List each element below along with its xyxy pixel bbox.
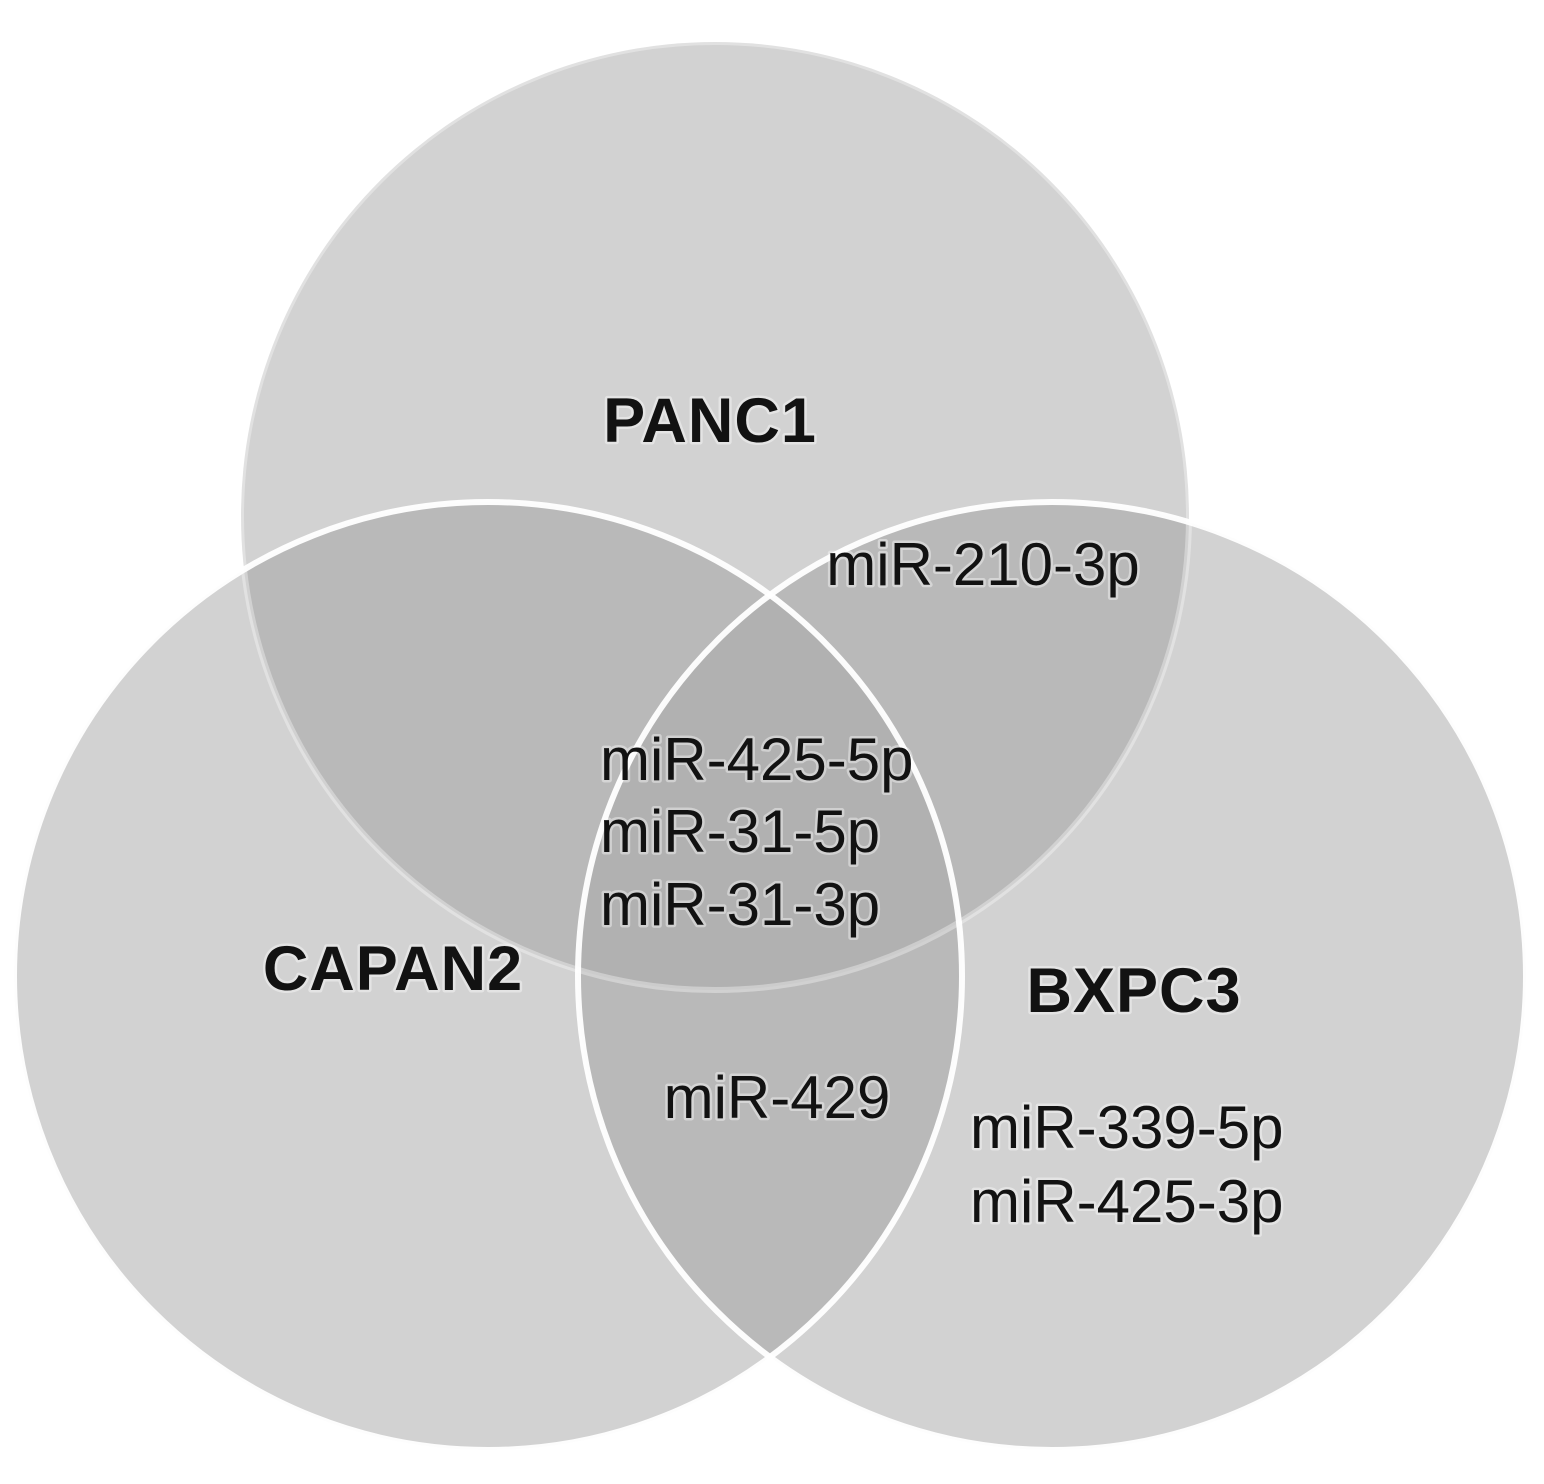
- label-mir-31-5p: miR-31-5p: [600, 798, 880, 865]
- label-mir-210-3p: miR-210-3p: [826, 531, 1139, 598]
- label-mir-425-5p: miR-425-5p: [600, 726, 913, 793]
- label-mir-339-5p: miR-339-5p: [970, 1094, 1283, 1161]
- overlap-all-three: [578, 502, 962, 990]
- outline-panc1: [238, 39, 1192, 993]
- set-label-panc1: PANC1: [603, 386, 817, 456]
- outline-capan2: [11, 499, 965, 1453]
- label-mir-429: miR-429: [664, 1064, 891, 1131]
- set-label-bxpc3: BXPC3: [1026, 956, 1241, 1026]
- outline-bxpc3: [575, 499, 1529, 1453]
- label-mir-31-3p: miR-31-3p: [600, 871, 880, 938]
- label-mir-425-3p: miR-425-3p: [970, 1168, 1283, 1235]
- set-label-capan2: CAPAN2: [263, 934, 523, 1004]
